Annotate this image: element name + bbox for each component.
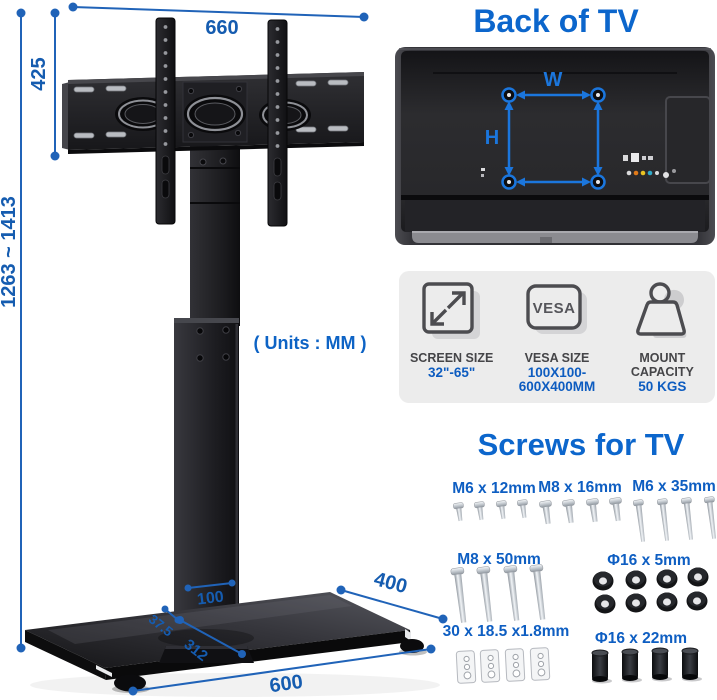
dim-label-height-range: 1263 ~ 1413 [0,196,20,308]
base-foot-right [400,639,424,653]
label-plate: 30 x 18.5 x1.8mm [443,623,570,640]
plate-screws [187,85,243,139]
mount-bracket-rails [155,17,288,227]
dimension-312 [176,616,246,658]
label-m8x50: M8 x 50mm [457,551,541,568]
back-of-tv-title: Back of TV [473,3,639,39]
dim-label-660: 660 [205,17,238,39]
dimension-600 [128,644,436,696]
spacer-plates [455,647,551,684]
column-lower [174,318,239,650]
h-label: H [485,127,499,149]
vesa-icon-text: VESA [533,300,576,317]
label-phi16x5: Φ16 x 5mm [607,552,690,569]
screws-m8x16 [539,497,622,525]
vesa-measure-arrows [504,90,603,187]
column-screws [196,326,230,362]
spec-screen-size: SCREEN SIZE 32"-65" [399,271,504,403]
dimension-annotations [16,2,448,696]
screws-m6x35 [633,496,717,542]
rail-right [267,19,288,227]
base-foot-left [114,674,146,692]
dimension-400 [336,585,448,624]
dimension-425 [50,8,60,161]
dim-label-600: 600 [268,671,304,697]
specs-panel: SCREEN SIZE 32"-65" VESA VESA SIZE 100X1… [399,271,715,403]
spec-value: 50 KGS [638,379,687,394]
h-arrow-right [593,101,603,176]
spec-vesa-size: VESA VESA SIZE 100X100-600X400MM [504,271,609,403]
label-m6x12: M6 x 12mm [452,480,536,497]
silver-trim-left [96,665,112,677]
screws-m8x50 [450,564,546,623]
tv-stand-figure: 660 425 1263 ~ 1413 100 37.5 312 400 600… [0,2,448,697]
spec-label: MOUNT CAPACITY [630,351,694,379]
column-upper [190,146,240,326]
screws-title: Screws for TV [477,427,685,462]
silver-trim-right [405,629,411,641]
screws-hardware: M6 x 12mm M8 x 16mm M6 x 35mm M8 x 50mm … [443,478,717,684]
w-arrow [516,90,591,100]
label-m8x16: M8 x 16mm [538,479,622,496]
w-arrow-bottom [516,177,591,187]
spec-label: SCREEN SIZE [409,351,494,365]
dim-label-100: 100 [196,588,225,608]
glass-base [25,592,440,697]
tv-bottom-section [405,200,705,232]
bracket-slots [73,79,349,139]
spec-label: VESA SIZE [524,351,590,365]
tv-bottom-lip [412,231,698,243]
label-m6x35: M6 x 35mm [632,478,716,495]
dim-label-425: 425 [28,57,50,90]
tv-connector-panel [665,96,711,184]
w-label: W [544,69,563,91]
label-phi16x22: Φ16 x 22mm [595,630,687,647]
screws-m6x12 [453,499,528,522]
dimension-100 [184,579,236,592]
spacers-phi16x22 [591,647,702,684]
dim-label-400: 400 [372,568,410,598]
units-note: ( Units : MM ) [254,333,367,353]
dimension-height-range [16,8,26,653]
column-bolts [199,157,227,166]
washers-phi16x5 [592,567,709,614]
mount-bracket-bar [62,72,364,154]
screen-size-icon [421,282,480,339]
tv-back-illustration: W H [395,47,715,245]
rail-left [155,17,176,225]
vesa-icon: VESA [526,284,587,334]
h-arrow [504,101,514,176]
column-base-flange [159,646,254,663]
spec-value: 32"-65" [427,365,476,380]
tv-ports [481,153,676,178]
spec-value: 100X100-600X400MM [518,365,596,394]
weight-icon [636,282,687,338]
spec-mount-capacity: MOUNT CAPACITY 50 KGS [610,271,715,403]
dimension-660 [68,2,369,22]
